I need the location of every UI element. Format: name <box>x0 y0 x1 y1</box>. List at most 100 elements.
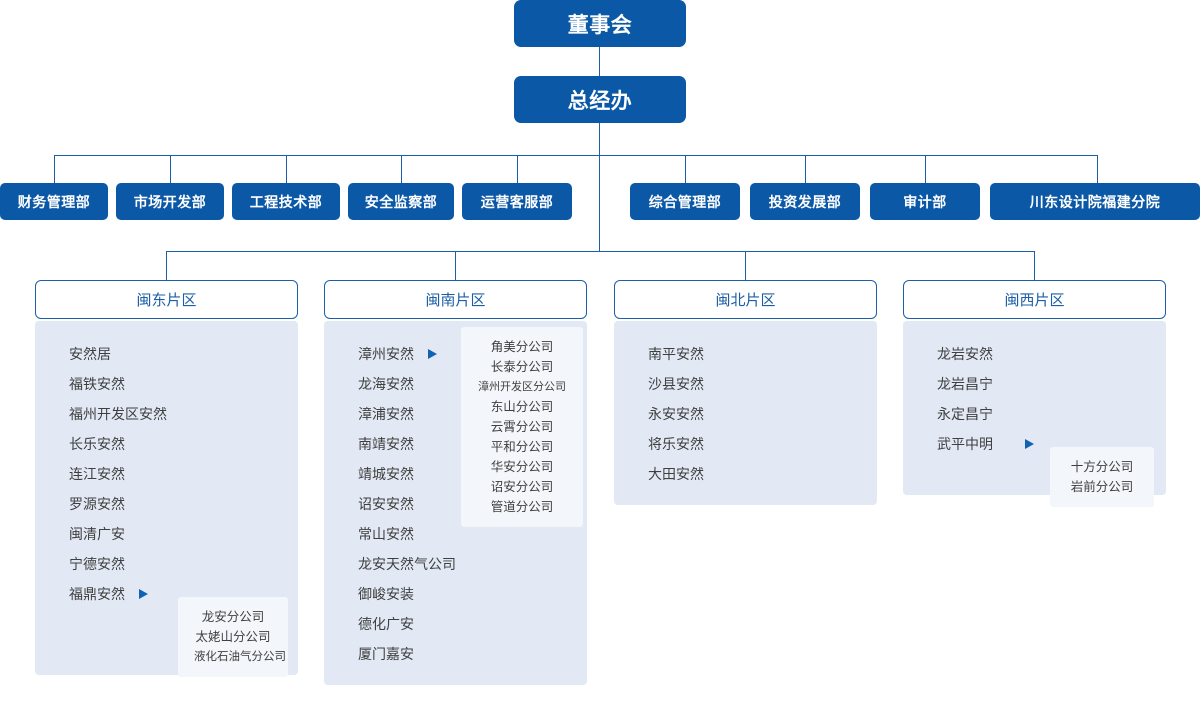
region-item-label: 长乐安然 <box>69 436 125 452</box>
sub-panel-item[interactable]: 云霄分公司 <box>490 420 554 434</box>
region-item-label: 将乐安然 <box>648 436 704 452</box>
region-item[interactable]: 漳浦安然 <box>324 399 587 429</box>
region-item-label: 御峻安装 <box>358 586 414 602</box>
region-item[interactable]: 福州开发区安然 <box>35 399 298 429</box>
region-item[interactable]: 连江安然 <box>35 459 298 489</box>
dept-label: 川东设计院福建分院 <box>1029 193 1161 210</box>
connector-dept-6 <box>685 155 686 183</box>
sub-panel-item[interactable]: 华安分公司 <box>490 460 554 474</box>
sub-panel-item[interactable]: 漳州开发区分公司 <box>478 381 566 393</box>
region-item[interactable]: 诏安安然 <box>324 489 587 519</box>
region-item-label: 龙岩昌宁 <box>937 376 993 392</box>
region-item[interactable]: 福铁安然 <box>35 369 298 399</box>
connector-dept-2 <box>170 155 171 183</box>
region-horizontal-bar <box>166 251 1035 252</box>
region-title: 闽东片区 <box>136 292 197 309</box>
dept-label: 工程技术部 <box>249 193 323 210</box>
region-item-label: 永安安然 <box>648 406 704 422</box>
connector-dept-9 <box>1097 155 1098 183</box>
triangle-right-icon[interactable] <box>1025 439 1034 449</box>
gm-office-label: 总经办 <box>567 89 633 113</box>
region-item-label: 武平中明 <box>937 436 993 452</box>
region-item-label: 南靖安然 <box>358 436 414 452</box>
region-item[interactable]: 御峻安装 <box>324 579 587 609</box>
sub-panel-wuping-zhongming: 十方分公司 岩前分公司 <box>1050 447 1154 507</box>
region-item-label: 南平安然 <box>648 346 704 362</box>
triangle-right-icon[interactable] <box>139 589 148 599</box>
sub-panel-item[interactable]: 东山分公司 <box>490 400 554 414</box>
sub-panel-item[interactable]: 液化石油气分公司 <box>194 651 286 663</box>
dept-box-audit[interactable]: 审计部 <box>870 183 980 220</box>
region-item[interactable]: 大田安然 <box>614 459 877 489</box>
board-of-directors-label: 董事会 <box>567 13 633 37</box>
region-item[interactable]: 常山安然 <box>324 519 587 549</box>
region-item[interactable]: 龙岩安然 <box>903 339 1166 369</box>
sub-panel-item[interactable]: 角美分公司 <box>490 340 554 354</box>
region-item[interactable]: 沙县安然 <box>614 369 877 399</box>
region-item[interactable]: 靖城安然 <box>324 459 587 489</box>
region-item-label: 漳浦安然 <box>358 406 414 422</box>
region-item[interactable]: 龙安天然气公司 <box>324 549 587 579</box>
dept-label: 审计部 <box>903 193 947 210</box>
dept-label: 运营客服部 <box>480 193 554 210</box>
sub-panel-item[interactable]: 岩前分公司 <box>1070 480 1134 494</box>
region-item[interactable]: 长乐安然 <box>35 429 298 459</box>
region-item-list: 漳州安然 龙海安然 漳浦安然 南靖安然 靖城安然 诏安安然 常山安然 龙安天然气… <box>324 339 587 669</box>
connector-region-minbei <box>745 251 746 280</box>
region-body-minxi: 龙岩安然 龙岩昌宁 永定昌宁 武平中明 十方分公司 岩前分公司 <box>903 321 1166 507</box>
board-of-directors-box[interactable]: 董事会 <box>514 0 686 47</box>
dept-box-investment-development[interactable]: 投资发展部 <box>750 183 860 220</box>
sub-panel-item[interactable]: 十方分公司 <box>1070 460 1134 474</box>
region-item[interactable]: 将乐安然 <box>614 429 877 459</box>
region-body-mindong: 安然居 福铁安然 福州开发区安然 长乐安然 连江安然 罗源安然 闽清广安 宁德安… <box>35 321 298 677</box>
region-item-expandable[interactable]: 漳州安然 <box>324 339 587 369</box>
region-item-label: 诏安安然 <box>358 496 414 512</box>
region-item[interactable]: 永安安然 <box>614 399 877 429</box>
region-item-expandable[interactable]: 福鼎安然 <box>35 579 298 609</box>
region-item[interactable]: 龙海安然 <box>324 369 587 399</box>
sub-panel-fuding-anran: 龙安分公司 太姥山分公司 液化石油气分公司 <box>178 597 288 677</box>
region-item-label: 漳州安然 <box>358 346 414 362</box>
gm-office-box[interactable]: 总经办 <box>514 76 686 123</box>
region-item-label: 闽清广安 <box>69 526 125 542</box>
connector-board-to-gm <box>599 47 600 76</box>
connector-dept-3 <box>286 155 287 183</box>
dept-label: 财务管理部 <box>17 193 91 210</box>
sub-panel-item[interactable]: 龙安分公司 <box>201 610 265 624</box>
dept-box-operations-service[interactable]: 运营客服部 <box>462 183 572 220</box>
region-header-minxi[interactable]: 闽西片区 <box>903 280 1166 319</box>
region-item[interactable]: 厦门嘉安 <box>324 639 587 669</box>
region-item-label: 龙安天然气公司 <box>358 556 456 572</box>
dept-box-engineering[interactable]: 工程技术部 <box>232 183 340 220</box>
region-header-mindong[interactable]: 闽东片区 <box>35 280 298 319</box>
region-header-minnan[interactable]: 闽南片区 <box>324 280 587 319</box>
region-item[interactable]: 安然居 <box>35 339 298 369</box>
region-item-label: 厦门嘉安 <box>358 646 414 662</box>
region-body-minnan: 漳州安然 龙海安然 漳浦安然 南靖安然 靖城安然 诏安安然 常山安然 龙安天然气… <box>324 321 587 685</box>
region-item[interactable]: 永定昌宁 <box>903 399 1166 429</box>
sub-panel-item[interactable]: 管道分公司 <box>490 500 554 514</box>
sub-panel-item[interactable]: 平和分公司 <box>490 440 554 454</box>
region-item-expandable[interactable]: 武平中明 <box>903 429 1166 459</box>
dept-box-finance[interactable]: 财务管理部 <box>0 183 108 220</box>
dept-label: 市场开发部 <box>133 193 207 210</box>
sub-panel-item[interactable]: 诏安分公司 <box>490 480 554 494</box>
sub-panel-item[interactable]: 太姥山分公司 <box>195 630 271 644</box>
region-item[interactable]: 南靖安然 <box>324 429 587 459</box>
region-item[interactable]: 德化广安 <box>324 609 587 639</box>
region-item[interactable]: 罗源安然 <box>35 489 298 519</box>
region-item-label: 安然居 <box>69 346 111 362</box>
dept-box-chuandong-design-fujian[interactable]: 川东设计院福建分院 <box>990 183 1200 220</box>
region-header-minbei[interactable]: 闽北片区 <box>614 280 877 319</box>
region-item-label: 福铁安然 <box>69 376 125 392</box>
region-item[interactable]: 闽清广安 <box>35 519 298 549</box>
region-item[interactable]: 宁德安然 <box>35 549 298 579</box>
dept-box-general-management[interactable]: 综合管理部 <box>630 183 740 220</box>
sub-panel-item[interactable]: 长泰分公司 <box>490 360 554 374</box>
dept-box-market-development[interactable]: 市场开发部 <box>116 183 224 220</box>
region-item-label: 福鼎安然 <box>69 586 125 602</box>
triangle-right-icon[interactable] <box>428 349 437 359</box>
dept-box-safety-supervision[interactable]: 安全监察部 <box>348 183 454 220</box>
region-item[interactable]: 龙岩昌宁 <box>903 369 1166 399</box>
region-item[interactable]: 南平安然 <box>614 339 877 369</box>
